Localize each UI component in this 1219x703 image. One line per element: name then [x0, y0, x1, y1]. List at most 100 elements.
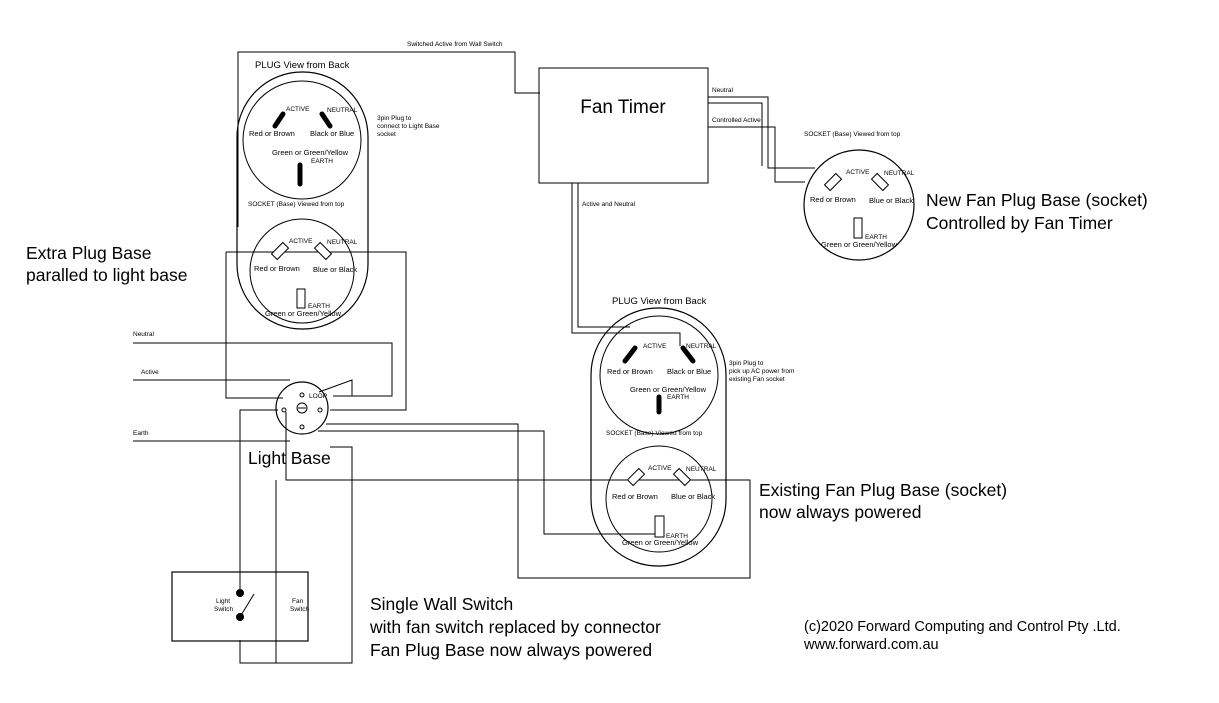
- right-plug-socket-unit: PLUG View from Back ACTIVE NEUTRAL Red o…: [590, 296, 727, 567]
- left-socket-red-label: Red or Brown: [254, 264, 300, 273]
- fan-timer: Fan Timer: [538, 67, 709, 184]
- left-socket-active-slot: [270, 241, 290, 261]
- left-plug-neutral-pin: [319, 111, 333, 129]
- right-plug-neutral-pin: [680, 345, 696, 364]
- wires: [133, 51, 815, 664]
- new-socket-neutral-label: NEUTRAL: [884, 170, 915, 177]
- existing-socket-caption-2: now always powered: [759, 502, 921, 522]
- mains-earth-label: Earth: [133, 430, 149, 437]
- right-plug-red-label: Red or Brown: [607, 367, 653, 376]
- website-line: www.forward.com.au: [803, 637, 939, 653]
- mains-active-label: Active: [141, 369, 159, 376]
- wall-switch-caption-1: Single Wall Switch: [370, 594, 513, 614]
- left-socket-earth-slot: [296, 288, 306, 309]
- wall-switch-plate: [171, 571, 309, 642]
- switched-active-label: Switched Active from Wall Switch: [407, 41, 503, 48]
- left-socket-blue-label: Blue or Black: [313, 265, 357, 274]
- fan-feed-loop-wire: [285, 412, 751, 579]
- light-switch-top-terminal: [236, 589, 244, 597]
- left-plug-neutral-label: NEUTRAL: [327, 107, 358, 114]
- fan-switch-label-1: Fan: [292, 598, 304, 605]
- right-plug-note-2: pick up AC power from: [729, 368, 794, 375]
- right-socket-neutral-label: NEUTRAL: [686, 466, 717, 473]
- extra-plug-caption-1: Extra Plug Base: [26, 243, 151, 263]
- new-socket-earth-label: EARTH: [865, 234, 887, 241]
- right-plug-active-label: ACTIVE: [643, 343, 667, 350]
- switched-active-wire: [237, 51, 540, 227]
- right-socket-earth-slot: [654, 515, 665, 538]
- fan-socket-earth-wire: [318, 430, 655, 535]
- new-socket-active-slot: [823, 172, 843, 192]
- mains-neutral-label: Neutral: [133, 331, 155, 338]
- right-socket-neutral-slot: [672, 467, 692, 487]
- right-plug-earth-label: EARTH: [667, 394, 689, 401]
- left-socket-neutral-label: NEUTRAL: [327, 239, 358, 246]
- wall-switch-caption-2: with fan switch replaced by connector: [369, 617, 661, 637]
- left-plug-active-label: ACTIVE: [286, 106, 310, 113]
- right-plug-header: PLUG View from Back: [612, 296, 707, 307]
- new-socket-red-label: Red or Brown: [810, 195, 856, 204]
- copyright-line: (c)2020 Forward Computing and Control Pt…: [804, 619, 1121, 635]
- left-socket-neutral-slot: [313, 241, 333, 261]
- left-plug-header: PLUG View from Back: [255, 60, 350, 71]
- left-socket-active-label: ACTIVE: [289, 238, 313, 245]
- left-plug-green-label: Green or Green/Yellow: [272, 148, 349, 157]
- timer-neutral-wire: [708, 96, 815, 169]
- new-socket-header: SOCKET (Base) Viewed from top: [804, 131, 901, 138]
- controlled-active-label: Controlled Active: [712, 117, 761, 124]
- right-socket-face: [605, 445, 713, 553]
- active-neutral-wire-a: [571, 183, 681, 346]
- right-plug-black-label: Black or Blue: [667, 367, 711, 376]
- left-socket-earth-label: EARTH: [308, 303, 330, 310]
- light-base-center: [296, 402, 308, 414]
- right-plug-neutral-label: NEUTRAL: [686, 343, 717, 350]
- left-unit-outline: [236, 71, 369, 330]
- left-plug-socket-unit: PLUG View from Back ACTIVE NEUTRAL Red o…: [236, 60, 369, 330]
- right-plug-green-label: Green or Green/Yellow: [630, 385, 707, 394]
- switch-outer-wire: [275, 446, 353, 664]
- new-socket-earth-slot: [853, 217, 863, 239]
- right-socket-red-label: Red or Brown: [612, 492, 658, 501]
- timer-neutral-wire-b: [708, 102, 763, 166]
- left-plug-face: [242, 80, 362, 200]
- new-fan-socket: SOCKET (Base) Viewed from top ACTIVE NEU…: [803, 131, 915, 261]
- left-plug-note-2: connect to Light Base: [377, 123, 440, 130]
- light-switch-label-1: Light: [216, 598, 230, 605]
- mains-neutral-wire: [133, 342, 393, 397]
- right-plug-note-1: 3pin Plug to: [729, 360, 764, 367]
- new-socket-caption-2: Controlled by Fan Timer: [926, 213, 1113, 233]
- existing-socket-caption-1: Existing Fan Plug Base (socket): [759, 480, 1007, 500]
- light-base: LOOP Light Base: [248, 381, 331, 468]
- light-base-caption: Light Base: [248, 448, 331, 468]
- loop-wire: [318, 379, 353, 396]
- left-socket-green-label: Green or Green/Yellow: [265, 309, 342, 318]
- left-socket-header: SOCKET (Base) Viewed from top: [248, 201, 345, 208]
- left-plug-note-3: socket: [377, 131, 396, 138]
- parallel-wire-b: [225, 252, 283, 399]
- light-base-outline: [275, 381, 329, 435]
- left-plug-active-pin: [272, 111, 286, 129]
- left-socket-face: [249, 218, 355, 324]
- right-socket-blue-label: Blue or Black: [671, 492, 715, 501]
- active-neutral-wire-b: [577, 183, 630, 328]
- new-socket-blue-label: Blue or Black: [869, 196, 913, 205]
- left-plug-note-1: 3pin Plug to: [377, 115, 412, 122]
- right-plug-note-3: existing Fan socket: [729, 376, 785, 383]
- new-socket-face: [803, 149, 915, 261]
- left-plug-black-label: Black or Blue: [310, 129, 354, 138]
- light-switch-wire: [239, 409, 278, 590]
- left-plug-earth-label: EARTH: [311, 158, 333, 165]
- right-plug-face: [599, 315, 719, 435]
- fan-timer-title: Fan Timer: [580, 97, 666, 118]
- new-socket-active-label: ACTIVE: [846, 169, 870, 176]
- wall-switch-caption-3: Fan Plug Base now always powered: [370, 640, 652, 660]
- light-switch-blade: [239, 593, 255, 618]
- fan-switch-label-2: Switch: [290, 606, 310, 613]
- controlled-active-wire: [708, 126, 805, 183]
- light-base-loop-label: LOOP: [309, 393, 327, 400]
- active-neutral-label: Active and Neutral: [582, 201, 636, 208]
- left-plug-red-label: Red or Brown: [249, 129, 295, 138]
- right-socket-earth-label: EARTH: [666, 533, 688, 540]
